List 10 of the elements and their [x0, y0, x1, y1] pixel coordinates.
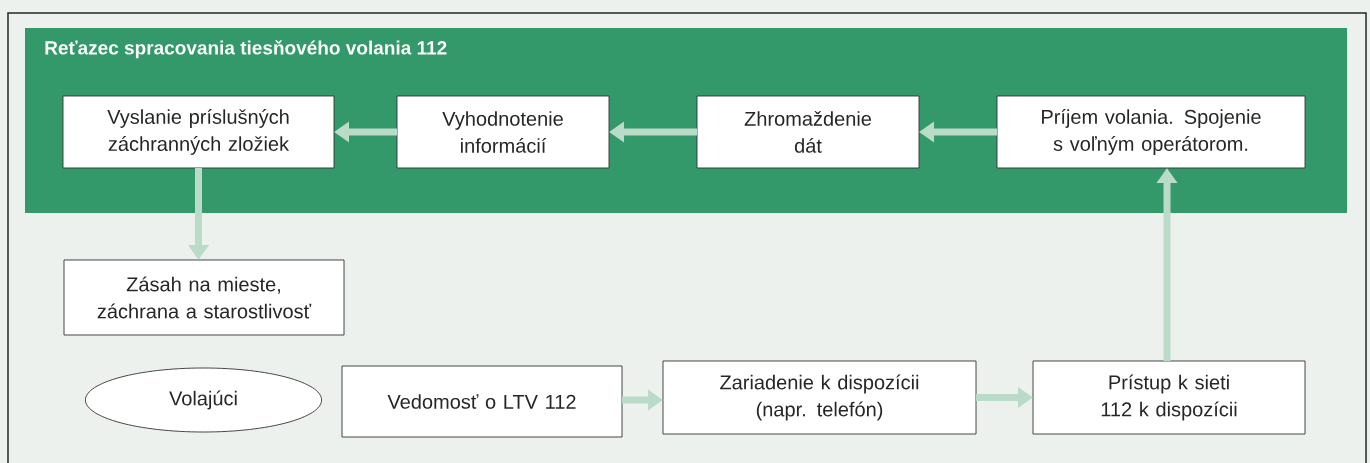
process-box: Zhromaždenie dát: [696, 95, 920, 169]
process-box: Vyhodnotenie informácií: [396, 95, 610, 169]
process-box: Príjem volania. Spojenie s voľným operátorom.: [996, 95, 1306, 169]
process-box: Zásah na mieste, záchrana a starostlivosť: [63, 259, 345, 336]
panel-title: Reťazec spracovania tiesňového volania 112: [45, 40, 447, 59]
process-box: Prístup k sieti 112 k dispozícii: [1032, 360, 1306, 435]
process-box: Vedomosť o LTV 112: [341, 365, 623, 438]
process-box: Zariadenie k dispozícii (napr. telefón): [662, 360, 977, 435]
oval-node: Volajúci: [84, 367, 323, 433]
process-box: Vyslanie príslušných záchranných zložiek: [62, 95, 335, 169]
